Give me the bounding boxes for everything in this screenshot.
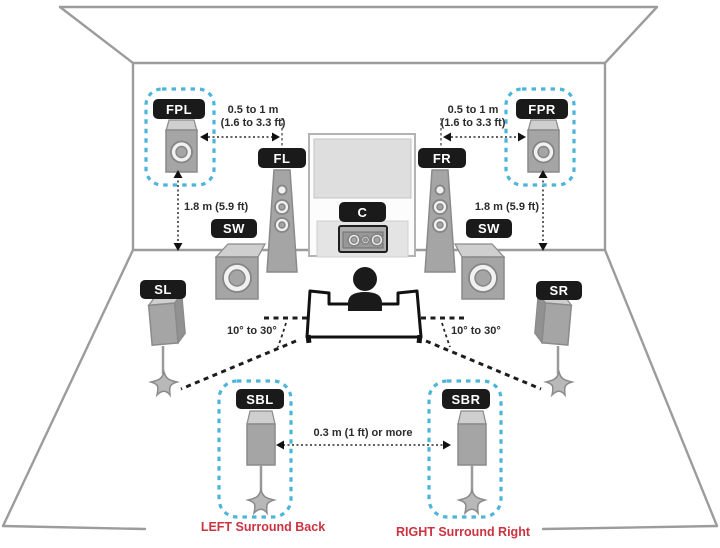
caption-surround-back-right: RIGHT Surround Right: [395, 525, 530, 539]
left-surround-dash-line: [180, 339, 297, 391]
presence-height-text-right: 1.8 m (5.9 ft): [474, 201, 539, 213]
listener-icon: [348, 267, 382, 311]
presence-offset-line1: 0.5 to 1 m: [447, 104, 499, 116]
surround-back-left-speaker-icon: [246, 410, 276, 514]
side-wall-floor-edges: [1, 248, 719, 528]
front-left-speaker-icon: [266, 169, 298, 273]
front-presence-right-speaker-icon: [527, 119, 560, 173]
fl-label: FL: [258, 148, 306, 168]
sbl-highlight-box: [217, 379, 293, 519]
sbl-label: SBL: [236, 389, 284, 409]
surround-back-right-speaker-icon: [457, 410, 487, 514]
surround-left-speaker-icon: [147, 291, 186, 347]
sbr-label: SBR: [442, 389, 490, 409]
fpr-label: FPR: [516, 99, 568, 119]
presence-offset-line2: (1.6 to 3.3 ft): [440, 116, 506, 129]
ceiling-side-edges: [58, 5, 659, 65]
front-right-speaker-icon: [424, 169, 456, 273]
back-wall-side-edges: [131, 61, 607, 252]
right-angle-arc: [441, 322, 451, 348]
tv: [308, 133, 416, 258]
sl-label: SL: [140, 280, 186, 299]
dimension-lines: [173, 118, 548, 450]
sbr-highlight-box: [427, 379, 503, 519]
room-outline: [1, 5, 719, 531]
couch: [305, 289, 423, 344]
left-angle-arc: [277, 322, 287, 348]
right-surround-dash-line: [425, 339, 542, 391]
floor-front-edges: [1, 524, 719, 531]
sr-label: SR: [536, 281, 582, 300]
caption-surround-back-left: LEFT Surround Back: [200, 520, 326, 534]
listening-angle-guides: [180, 316, 542, 391]
presence-offset-line2: (1.6 to 3.3 ft): [220, 116, 286, 129]
surround-back-spacing-text: 0.3 m (1 ft) or more: [313, 427, 413, 439]
fpl-label: FPL: [153, 99, 205, 119]
subwoofer-right-icon: [453, 243, 506, 300]
presence-offset-text-left: 0.5 to 1 m (1.6 to 3.3 ft): [210, 104, 296, 129]
presence-height-text-left: 1.8 m (5.9 ft): [184, 201, 249, 213]
fr-label: FR: [418, 148, 466, 168]
surround-angle-text-right: 10° to 30°: [451, 325, 501, 337]
surround-right-stand-base: [545, 371, 573, 396]
center-speaker-icon: [338, 225, 388, 253]
sw-left-label: SW: [211, 219, 257, 238]
tv-screen: [313, 138, 412, 199]
surround-left-stand-base: [150, 371, 178, 396]
subwoofer-left-icon: [214, 243, 267, 300]
surround-right-speaker-icon: [534, 291, 573, 346]
front-presence-left-speaker-icon: [165, 119, 198, 173]
presence-offset-line1: 0.5 to 1 m: [227, 104, 279, 116]
presence-offset-text-right: 0.5 to 1 m (1.6 to 3.3 ft): [430, 104, 516, 129]
center-label: C: [339, 202, 386, 222]
surround-angle-text-left: 10° to 30°: [227, 325, 277, 337]
sw-right-label: SW: [466, 219, 512, 238]
